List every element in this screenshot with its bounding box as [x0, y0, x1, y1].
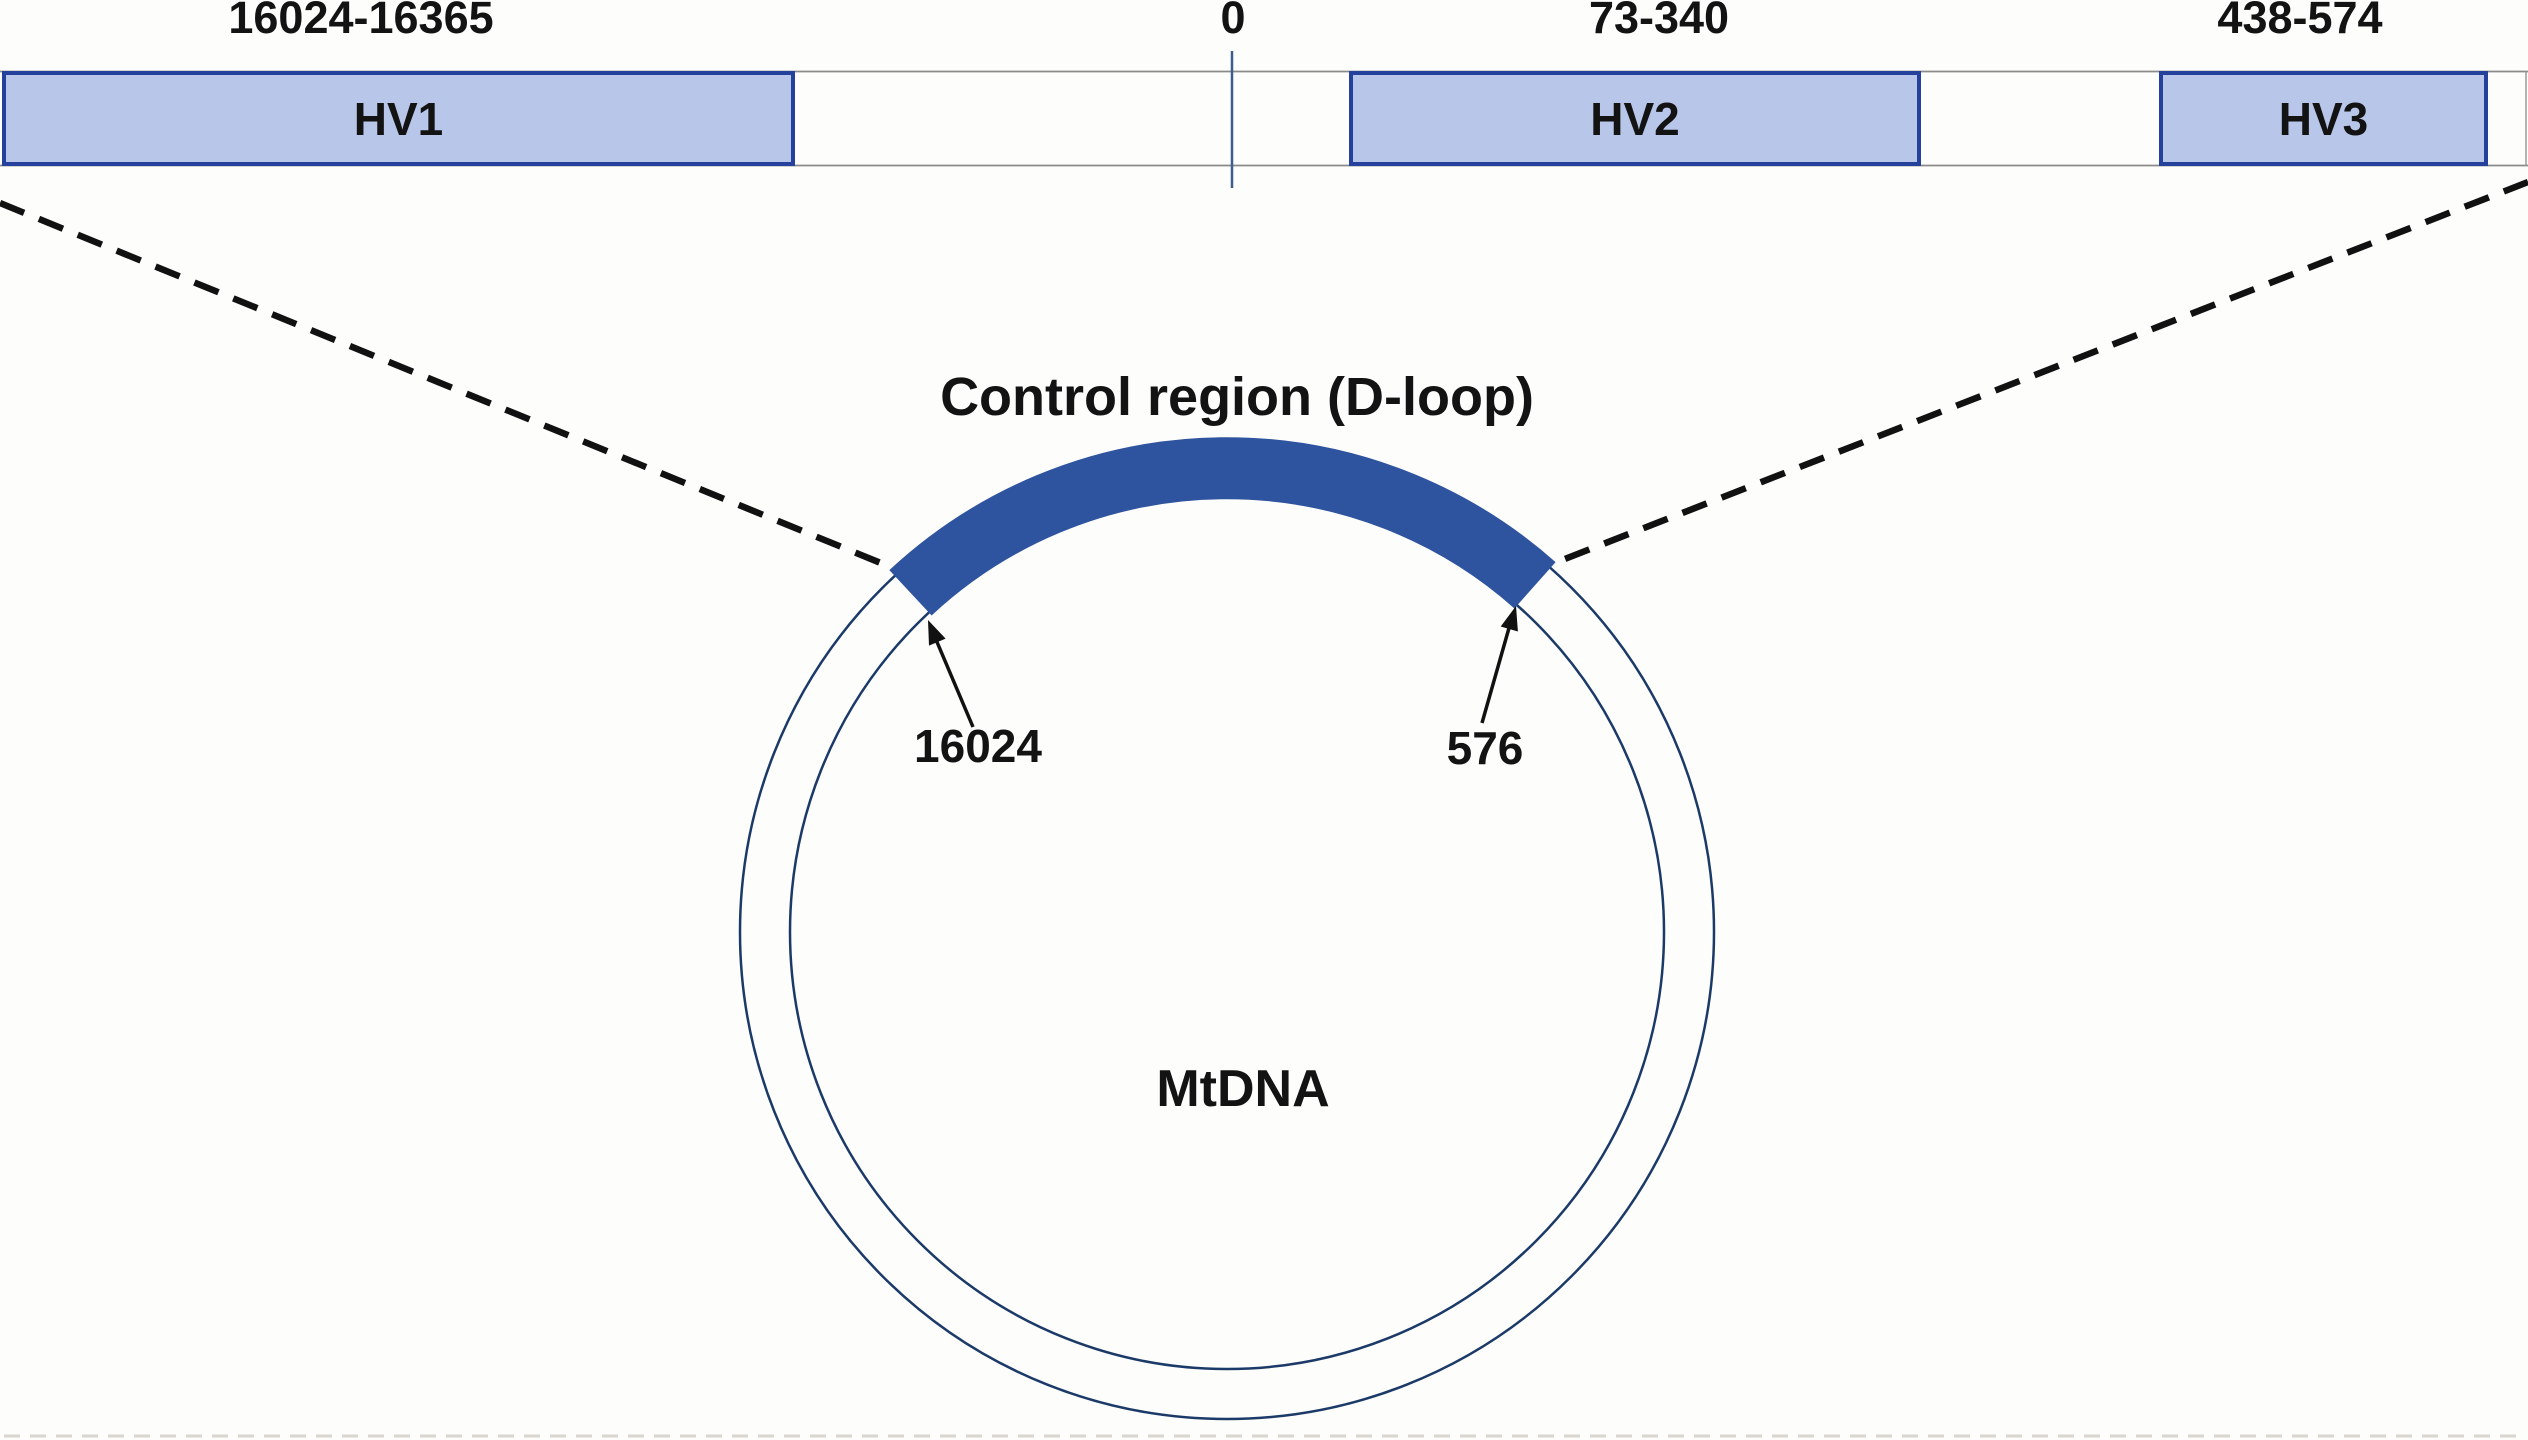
left-dashed-connector — [0, 199, 895, 572]
region-box-hv1: HV1 — [2, 71, 795, 166]
hv2-range-label: 73-340 — [1588, 0, 1730, 43]
outer-circle — [738, 443, 1716, 1421]
right-dashed-connector — [1550, 178, 2528, 568]
hv2-label: HV2 — [1590, 92, 1680, 145]
mtdna-label: MtDNA — [1156, 1060, 1330, 1118]
control-region-arc — [889, 437, 1556, 616]
end-position-label: 576 — [1446, 722, 1524, 774]
hv1-label: HV1 — [353, 92, 444, 145]
left-arrow-line — [935, 641, 975, 728]
inner-circle — [788, 493, 1666, 1371]
right-arrow-line — [1480, 627, 1511, 724]
hv3-label: HV3 — [2278, 92, 2369, 145]
start-position-label: 16024 — [914, 720, 1042, 772]
hv1-range-label: 16024-16365 — [228, 0, 494, 43]
region-box-hv2: HV2 — [1349, 71, 1921, 166]
control-region-title: Control region (D-loop) — [940, 367, 1534, 427]
hv3-range-label: 438-574 — [2217, 0, 2383, 43]
zero-tick-label: 0 — [1220, 0, 1246, 43]
right-arrowhead-icon — [1500, 606, 1518, 632]
left-arrowhead-icon — [928, 620, 946, 646]
region-box-hv3: HV3 — [2159, 71, 2488, 166]
